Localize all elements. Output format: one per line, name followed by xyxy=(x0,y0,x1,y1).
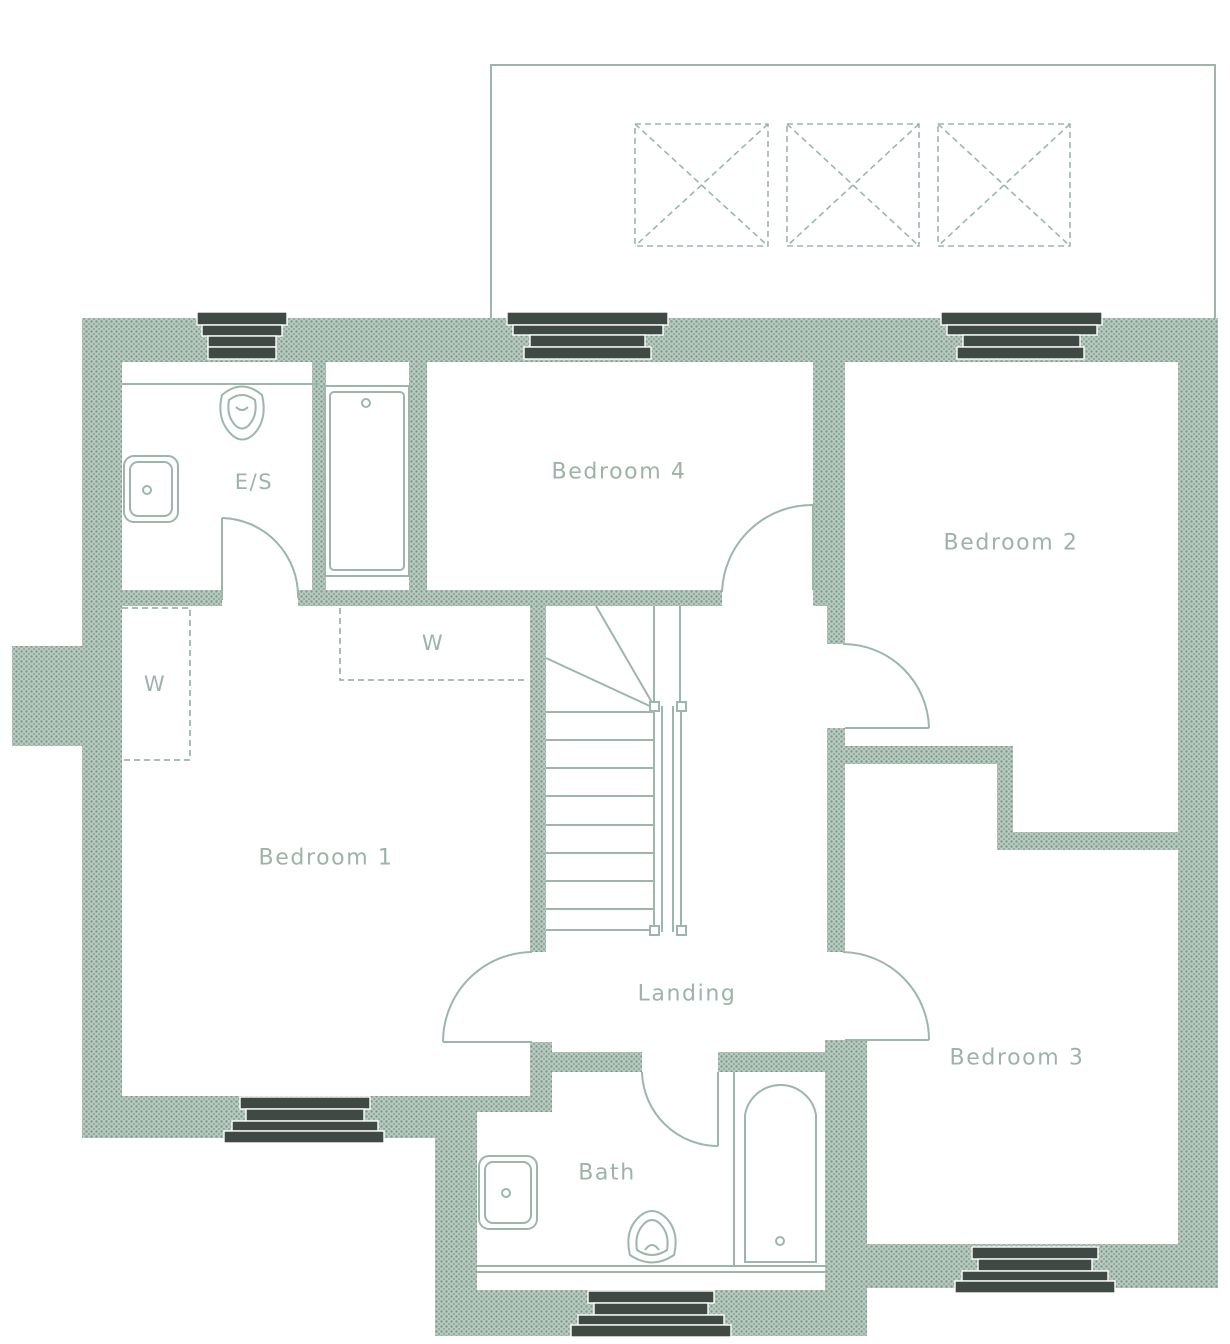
room-label-bedroom-3: Bedroom 3 xyxy=(949,1045,1085,1071)
room-label-landing: Landing xyxy=(637,981,737,1007)
garage-roof-outline xyxy=(490,64,1216,318)
roof-lights xyxy=(634,123,1071,247)
wardrobes xyxy=(122,607,528,761)
wardrobe-label-middle: W xyxy=(421,631,445,655)
room-label-bedroom-2: Bedroom 2 xyxy=(943,530,1079,556)
fixtures xyxy=(122,383,930,1273)
room-label-bedroom-1: Bedroom 1 xyxy=(258,845,394,871)
room-label-bedroom-4: Bedroom 4 xyxy=(551,459,687,485)
windows xyxy=(196,311,1116,1338)
room-label-ensuite: E/S xyxy=(234,470,274,494)
wardrobe-label-left: W xyxy=(143,672,167,696)
room-label-bath: Bath xyxy=(578,1160,636,1186)
